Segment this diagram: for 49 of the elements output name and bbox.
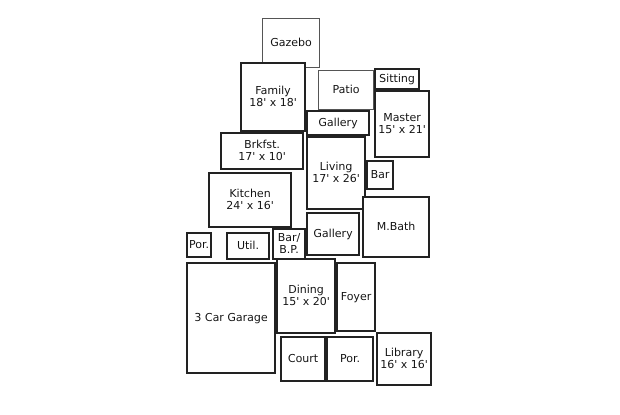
- room-name: Por.: [340, 353, 360, 365]
- room-outline: [318, 70, 374, 110]
- room-name: Court: [288, 353, 318, 365]
- room-outline: [186, 232, 212, 258]
- room-dimensions: 17' x 10': [238, 151, 286, 163]
- room-name: Gallery: [313, 228, 353, 240]
- room-name: Gallery: [318, 117, 358, 129]
- room-outline: [280, 336, 326, 382]
- room-outline: [306, 212, 360, 256]
- room-outline: [306, 110, 370, 136]
- room-outline: [374, 90, 430, 158]
- room-dimensions: 18' x 18': [249, 97, 297, 109]
- room-name: Family: [255, 85, 291, 97]
- room-dimensions: 15' x 21': [378, 124, 426, 136]
- room-name: Bar/ B.P.: [276, 232, 302, 256]
- room-name: Kitchen: [229, 188, 271, 200]
- room-outline: [376, 332, 432, 386]
- room-name: Sitting: [379, 73, 415, 85]
- room-outline: [326, 336, 374, 382]
- room-name: Master: [383, 112, 421, 124]
- room-outline: [362, 196, 430, 258]
- room-name: Bar: [370, 169, 390, 181]
- room-name: Por.: [189, 239, 209, 251]
- room-outline: [276, 258, 336, 334]
- room-name: Library: [384, 347, 424, 359]
- room-name: Living: [320, 161, 352, 173]
- room-name: Gazebo: [270, 37, 312, 49]
- room-name: Brkfst.: [244, 139, 280, 151]
- room-outline: [272, 228, 306, 260]
- room-outline: [240, 62, 306, 132]
- room-dimensions: 24' x 16': [226, 200, 274, 212]
- room-name: Patio: [332, 84, 360, 96]
- room-dimensions: 17' x 26': [312, 173, 360, 185]
- room-name: Dining: [288, 284, 324, 296]
- room-name: 3 Car Garage: [194, 312, 268, 324]
- room-outline: [186, 262, 276, 374]
- room-outline: [366, 160, 394, 190]
- room-name: Foyer: [340, 291, 372, 303]
- room-outline: [220, 132, 304, 170]
- room-dimensions: 15' x 20': [282, 296, 330, 308]
- room-outline: [226, 232, 270, 260]
- room-name: M.Bath: [376, 221, 416, 233]
- room-outline: [262, 18, 320, 68]
- room-outline: [208, 172, 292, 228]
- room-outline: [306, 136, 366, 210]
- room-outline: [336, 262, 376, 332]
- room-name: Util.: [237, 240, 259, 252]
- room-dimensions: 16' x 16': [380, 359, 428, 371]
- room-outline: [374, 68, 420, 90]
